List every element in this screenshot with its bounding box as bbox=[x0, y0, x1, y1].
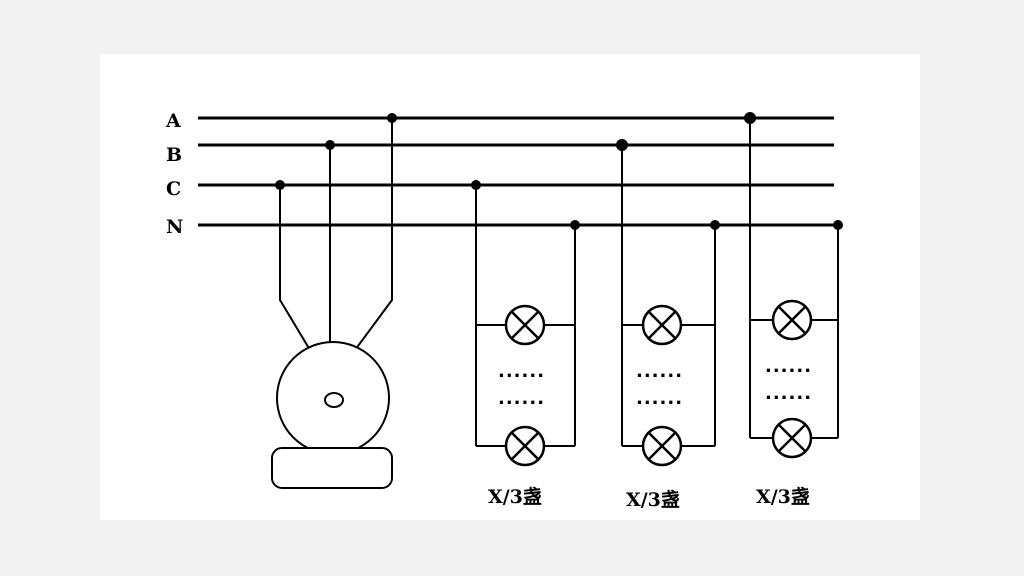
lamp-icon bbox=[771, 299, 813, 341]
line-label-b: B bbox=[166, 144, 182, 166]
lamp-group-label: X/3盏 bbox=[626, 488, 680, 511]
motor-junctions bbox=[275, 113, 397, 190]
ellipsis-upper: ...... bbox=[765, 356, 812, 377]
lamp-group-3: ...... ...... X/3盏 bbox=[744, 112, 843, 508]
lamp-icon bbox=[771, 417, 813, 459]
line-label-a: A bbox=[165, 110, 181, 132]
lamp-icon bbox=[641, 425, 683, 467]
ellipsis-upper: ...... bbox=[498, 361, 545, 382]
lamp-icon bbox=[641, 304, 683, 346]
lamp-icon bbox=[504, 304, 546, 346]
motor-wiring bbox=[279, 118, 393, 351]
lamp-icon bbox=[504, 425, 546, 467]
lamp-group-2: ...... ...... X/3盏 bbox=[616, 139, 720, 511]
ellipsis-lower: ...... bbox=[765, 383, 812, 404]
ellipsis-lower: ...... bbox=[498, 388, 545, 409]
lamp-group-1: ...... ...... X/3盏 bbox=[471, 180, 580, 508]
ellipsis-lower: ...... bbox=[636, 388, 683, 409]
line-label-c: C bbox=[166, 178, 181, 200]
lamp-group-label: X/3盏 bbox=[488, 485, 542, 508]
ellipsis-upper: ...... bbox=[636, 361, 683, 382]
lamp-group-label: X/3盏 bbox=[756, 485, 810, 508]
motor-icon bbox=[271, 341, 393, 489]
line-label-n: N bbox=[166, 216, 183, 238]
